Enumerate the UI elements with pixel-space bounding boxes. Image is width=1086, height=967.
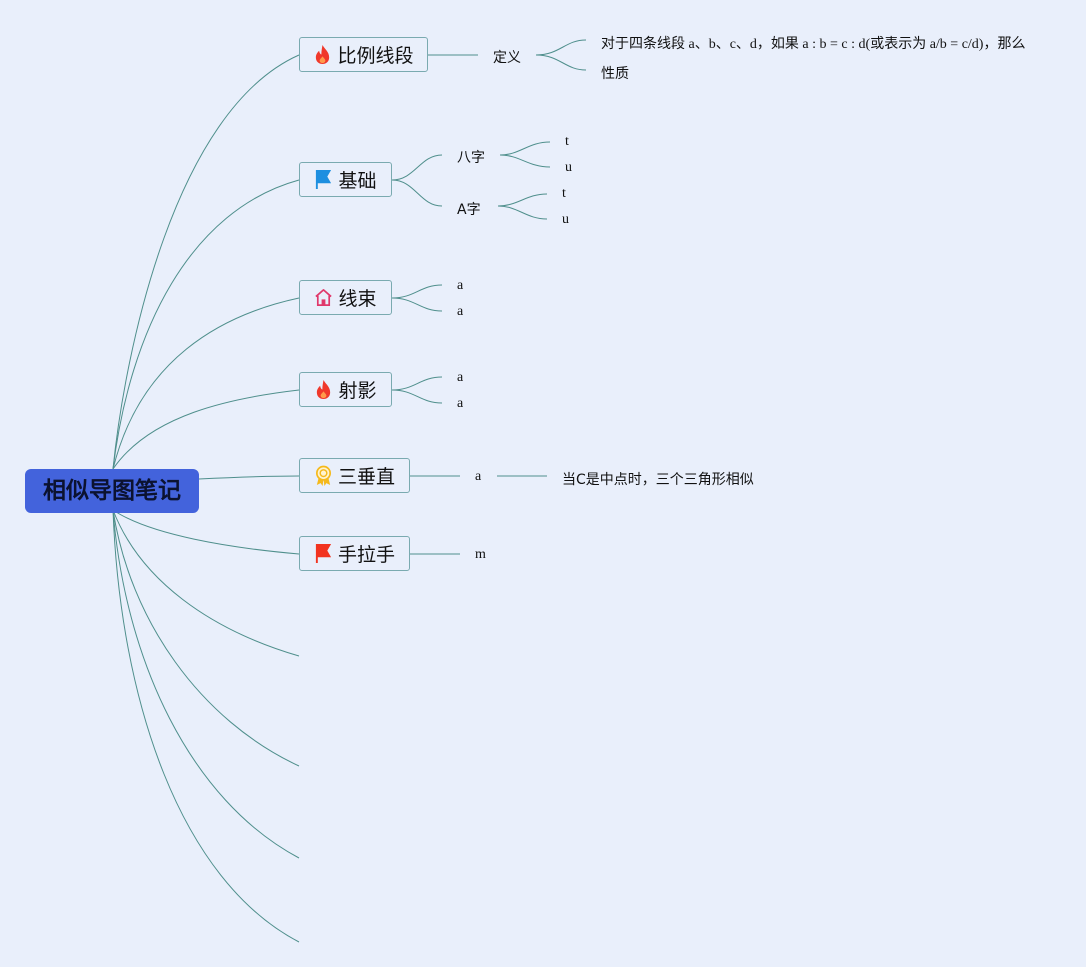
- node-sanchuizhi-a[interactable]: a: [475, 469, 482, 484]
- house-icon: [315, 289, 333, 306]
- connector-bazi-t: [499, 141, 551, 156]
- connector-root-topic-6: [112, 509, 300, 555]
- connector-dingyi-item-2: [535, 54, 587, 71]
- connector-bazi-u: [499, 154, 551, 168]
- node-bazi-u[interactable]: u: [565, 160, 572, 175]
- node-xianshu-a2[interactable]: a: [457, 304, 464, 319]
- node-xianshu-a1[interactable]: a: [457, 278, 464, 293]
- connector-root-topic-5: [198, 475, 300, 480]
- node-azi-u[interactable]: u: [562, 212, 569, 227]
- blue-flag-icon: [316, 170, 332, 189]
- fire-icon: [316, 45, 330, 64]
- fire-icon: [317, 380, 331, 399]
- node-definition-text[interactable]: 对于四条线段 a、b、c、d，如果 a : b = c : d(或表示为 a/b…: [601, 37, 1026, 52]
- topic-label: 基础: [338, 170, 377, 192]
- node-dingyi[interactable]: 定义: [493, 50, 521, 66]
- red-flag-icon: [315, 544, 332, 563]
- connector-dingyi-item-1: [535, 39, 587, 56]
- topic-biliduan[interactable]: 比例线段: [299, 37, 428, 72]
- connector-root-topic-1: [112, 54, 300, 470]
- connector-root-topic-3: [112, 297, 300, 470]
- connector-xianshu-a2: [391, 297, 443, 312]
- topic-label: 手拉手: [337, 544, 395, 566]
- topic-sheying[interactable]: 射影: [299, 372, 392, 407]
- node-azi-t[interactable]: t: [562, 186, 566, 201]
- topic-label: 线束: [338, 288, 377, 310]
- connector-azi-t: [497, 193, 548, 207]
- connector-empty-branch-2: [112, 509, 300, 767]
- award-ribbon-icon: [315, 465, 331, 486]
- connector-empty-branch-4: [112, 509, 300, 943]
- topic-jichu[interactable]: 基础: [299, 162, 392, 197]
- node-midpoint-note[interactable]: 当C是中点时，三个三角形相似: [562, 472, 754, 488]
- connector-jichu-bazi: [391, 154, 443, 181]
- topic-label: 比例线段: [337, 45, 414, 67]
- node-azi[interactable]: A字: [457, 202, 481, 218]
- root-node[interactable]: 相似导图笔记: [25, 469, 199, 513]
- connector-xianshu-a1: [391, 284, 443, 299]
- connector-root-topic-2: [112, 179, 300, 470]
- connector-root-topic-4: [112, 389, 300, 470]
- connector-empty-branch-1: [112, 509, 300, 657]
- connector-sheying-a1: [391, 376, 443, 391]
- node-sheying-a1[interactable]: a: [457, 370, 464, 385]
- node-bazi-t[interactable]: t: [565, 134, 569, 149]
- connector-sheying-a2: [391, 389, 443, 404]
- topic-sanchuizhi[interactable]: 三垂直: [299, 458, 410, 493]
- topic-label: 三垂直: [337, 466, 395, 488]
- connector-empty-branch-3: [112, 509, 300, 859]
- node-xingzhi[interactable]: 性质: [601, 66, 629, 82]
- topic-label: 射影: [338, 380, 377, 402]
- node-bazi[interactable]: 八字: [457, 150, 485, 166]
- node-sheying-a2[interactable]: a: [457, 396, 464, 411]
- node-shoulashou-m[interactable]: m: [475, 547, 486, 562]
- topic-xianshu[interactable]: 线束: [299, 280, 392, 315]
- connector-azi-u: [497, 205, 548, 220]
- connector-jichu-azi: [391, 179, 443, 207]
- topic-shoulashou[interactable]: 手拉手: [299, 536, 410, 571]
